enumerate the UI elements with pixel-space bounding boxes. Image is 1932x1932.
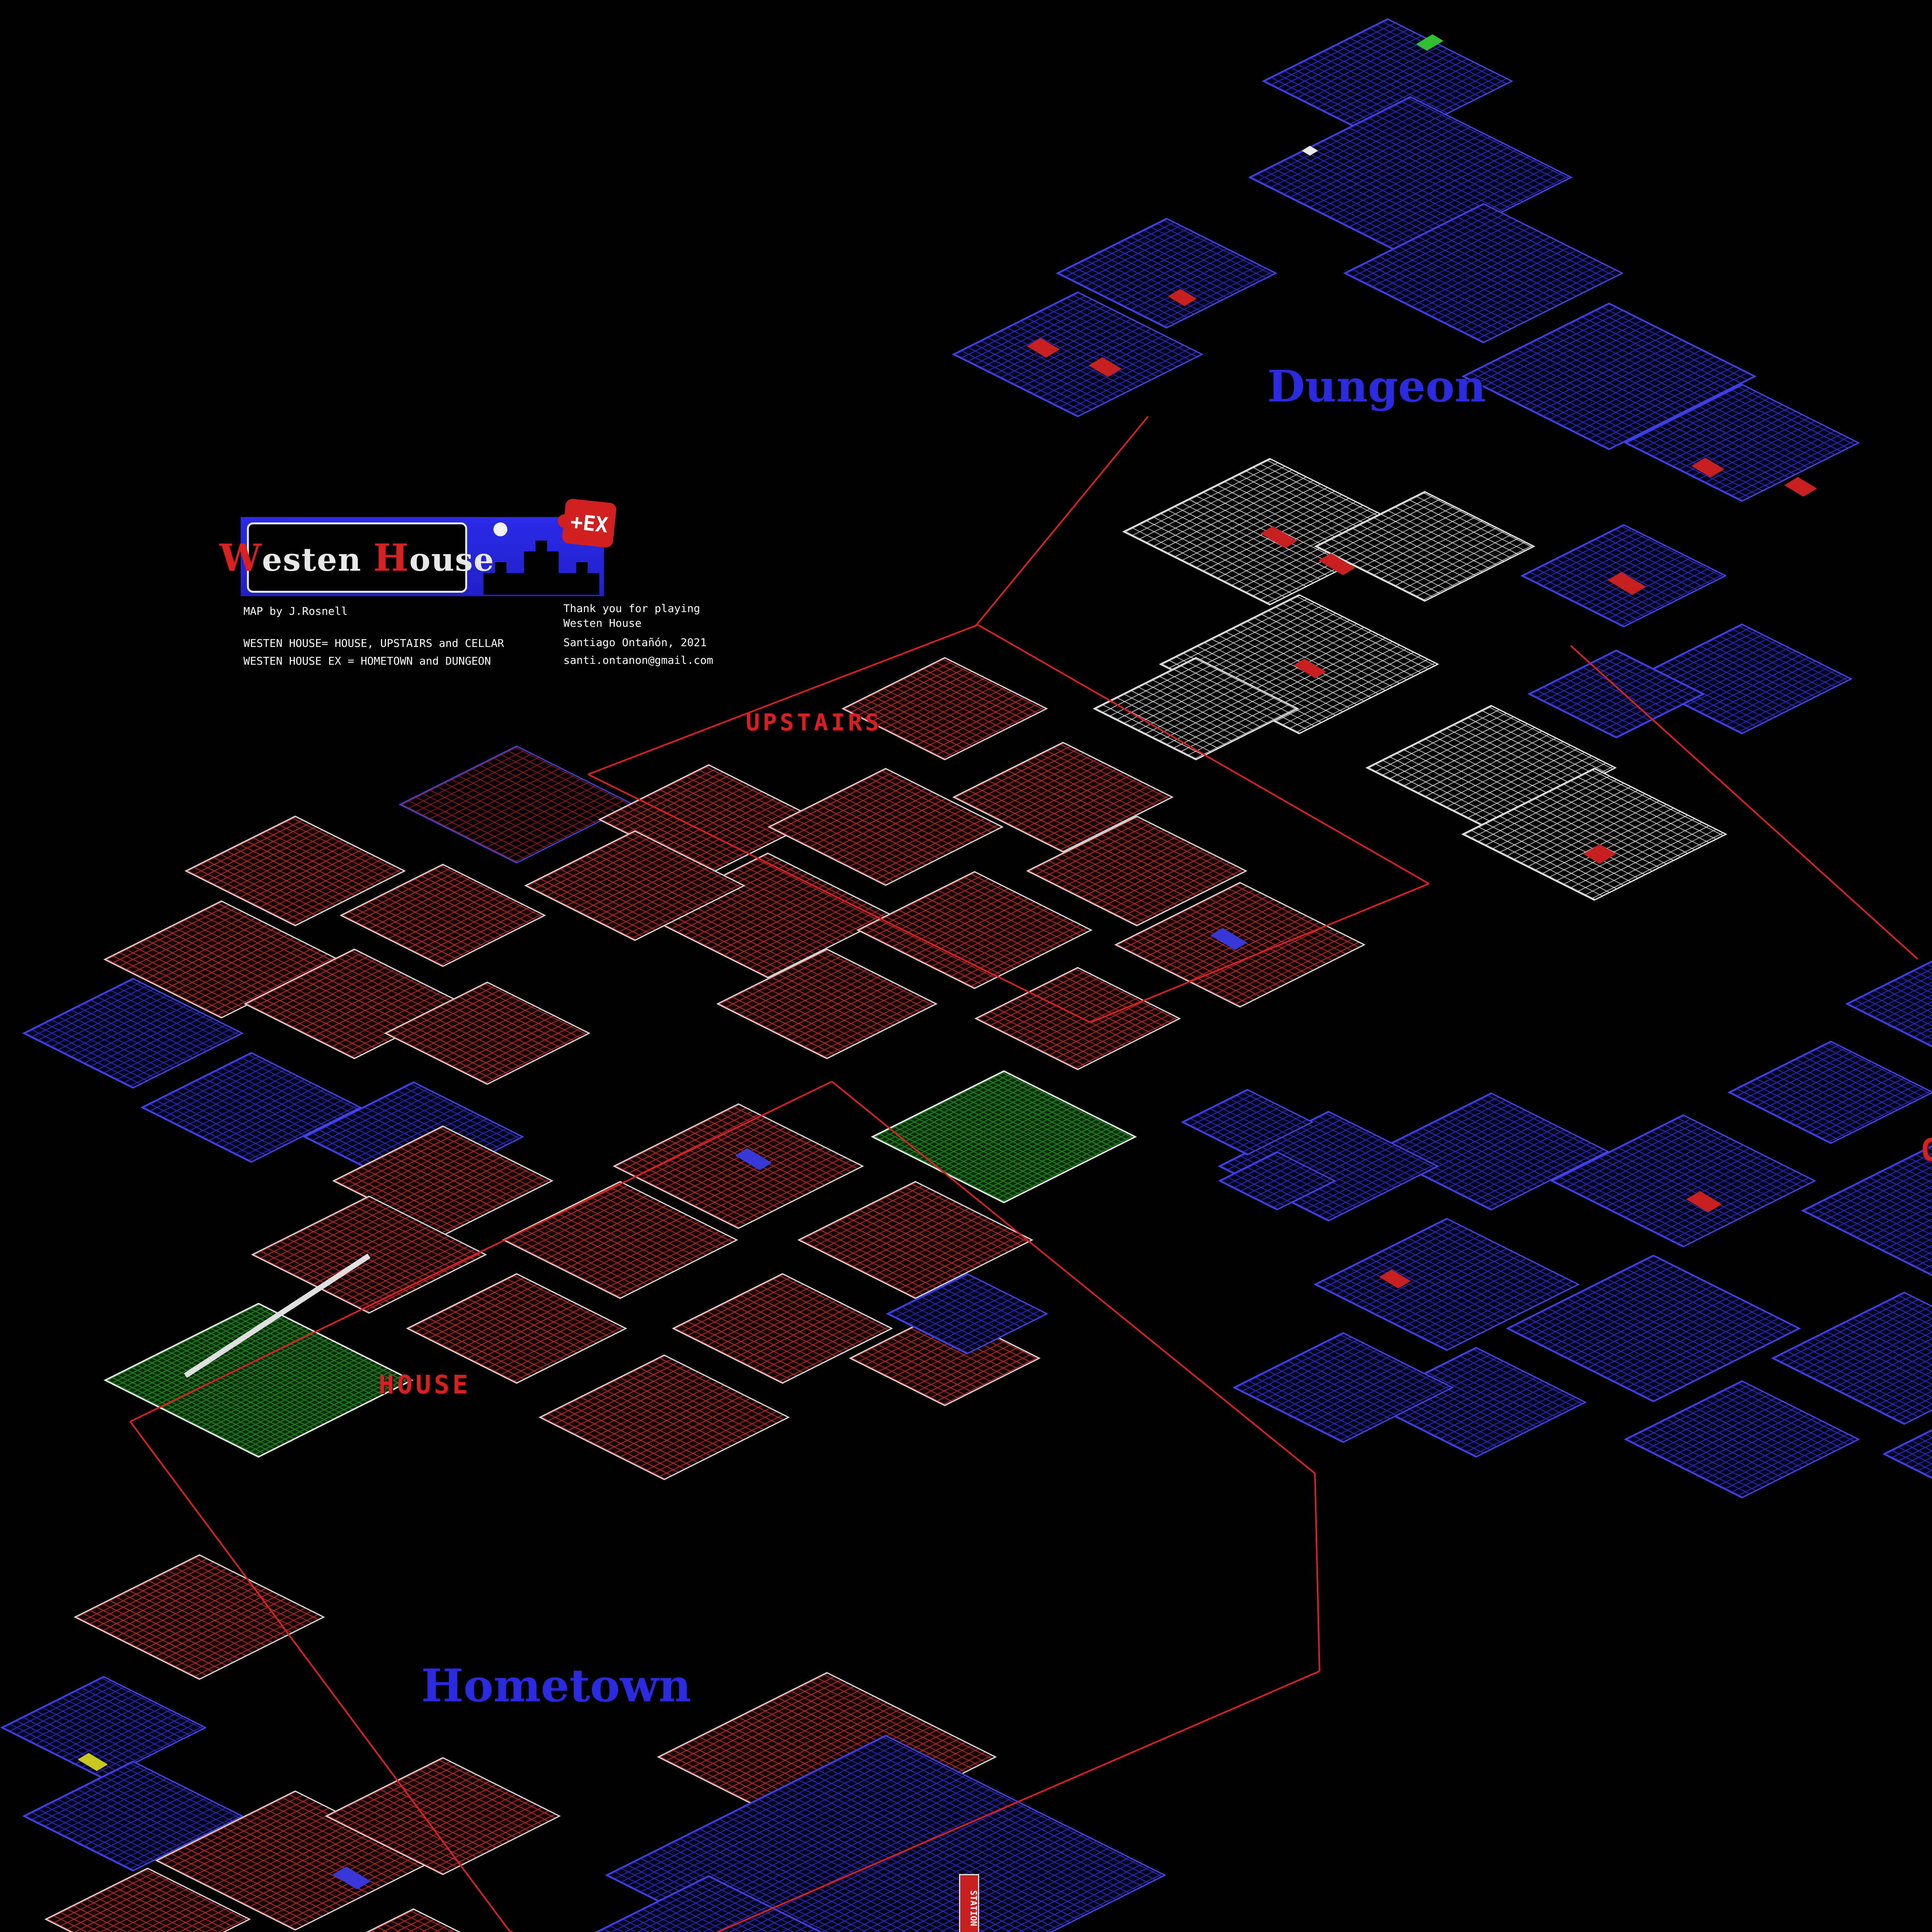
thanks-line2: Westen House (563, 617, 642, 629)
iso-room (104, 1303, 413, 1458)
iso-room (672, 1273, 893, 1384)
moon-icon (493, 522, 507, 536)
legend-line1: WESTEN HOUSE= HOUSE, UPSTAIRS and CELLAR (243, 637, 504, 650)
game-title: Westen House (219, 536, 495, 580)
iso-room (1727, 1041, 1932, 1144)
iso-room (406, 1273, 628, 1384)
castle-silhouette-icon (483, 541, 599, 595)
iso-room (767, 768, 1004, 886)
iso-room (1771, 1291, 1932, 1425)
map-prop (1784, 477, 1817, 497)
legend-line2: WESTEN HOUSE EX = HOMETOWN and DUNGEON (243, 655, 491, 667)
iso-room (856, 871, 1093, 989)
iso-room (1550, 1114, 1816, 1248)
label-hometown: Hometown (421, 1660, 691, 1712)
game-title-box: Westen House (219, 522, 494, 593)
iso-room (841, 657, 1048, 760)
ex-puzzle-badge: +EX (561, 498, 617, 548)
thanks-line1: Thank you for playing (563, 602, 701, 615)
legend-banner: Westen House +EX (219, 498, 617, 596)
iso-room (1801, 1137, 1932, 1284)
author-email: santi.ontanon@gmail.com (563, 654, 713, 667)
label-house: HOUSE (379, 1370, 471, 1400)
map-author: MAP by J.Rosnell (243, 605, 348, 617)
label-upstairs: UPSTAIRS (746, 709, 882, 736)
iso-room (303, 1908, 524, 1932)
legend-panel: Westen House +EX (219, 498, 617, 596)
iso-room (398, 745, 635, 864)
label-dungeon: Dungeon (1267, 361, 1486, 412)
station-sign: STATION (959, 1874, 979, 1932)
iso-room (974, 967, 1181, 1070)
iso-room (73, 1554, 325, 1680)
author-credit: Santiago Ontañón, 2021 (563, 636, 707, 649)
iso-room (1845, 945, 1932, 1063)
iso-room (538, 1354, 790, 1480)
label-cellar: CELLAR (1920, 1132, 1932, 1168)
